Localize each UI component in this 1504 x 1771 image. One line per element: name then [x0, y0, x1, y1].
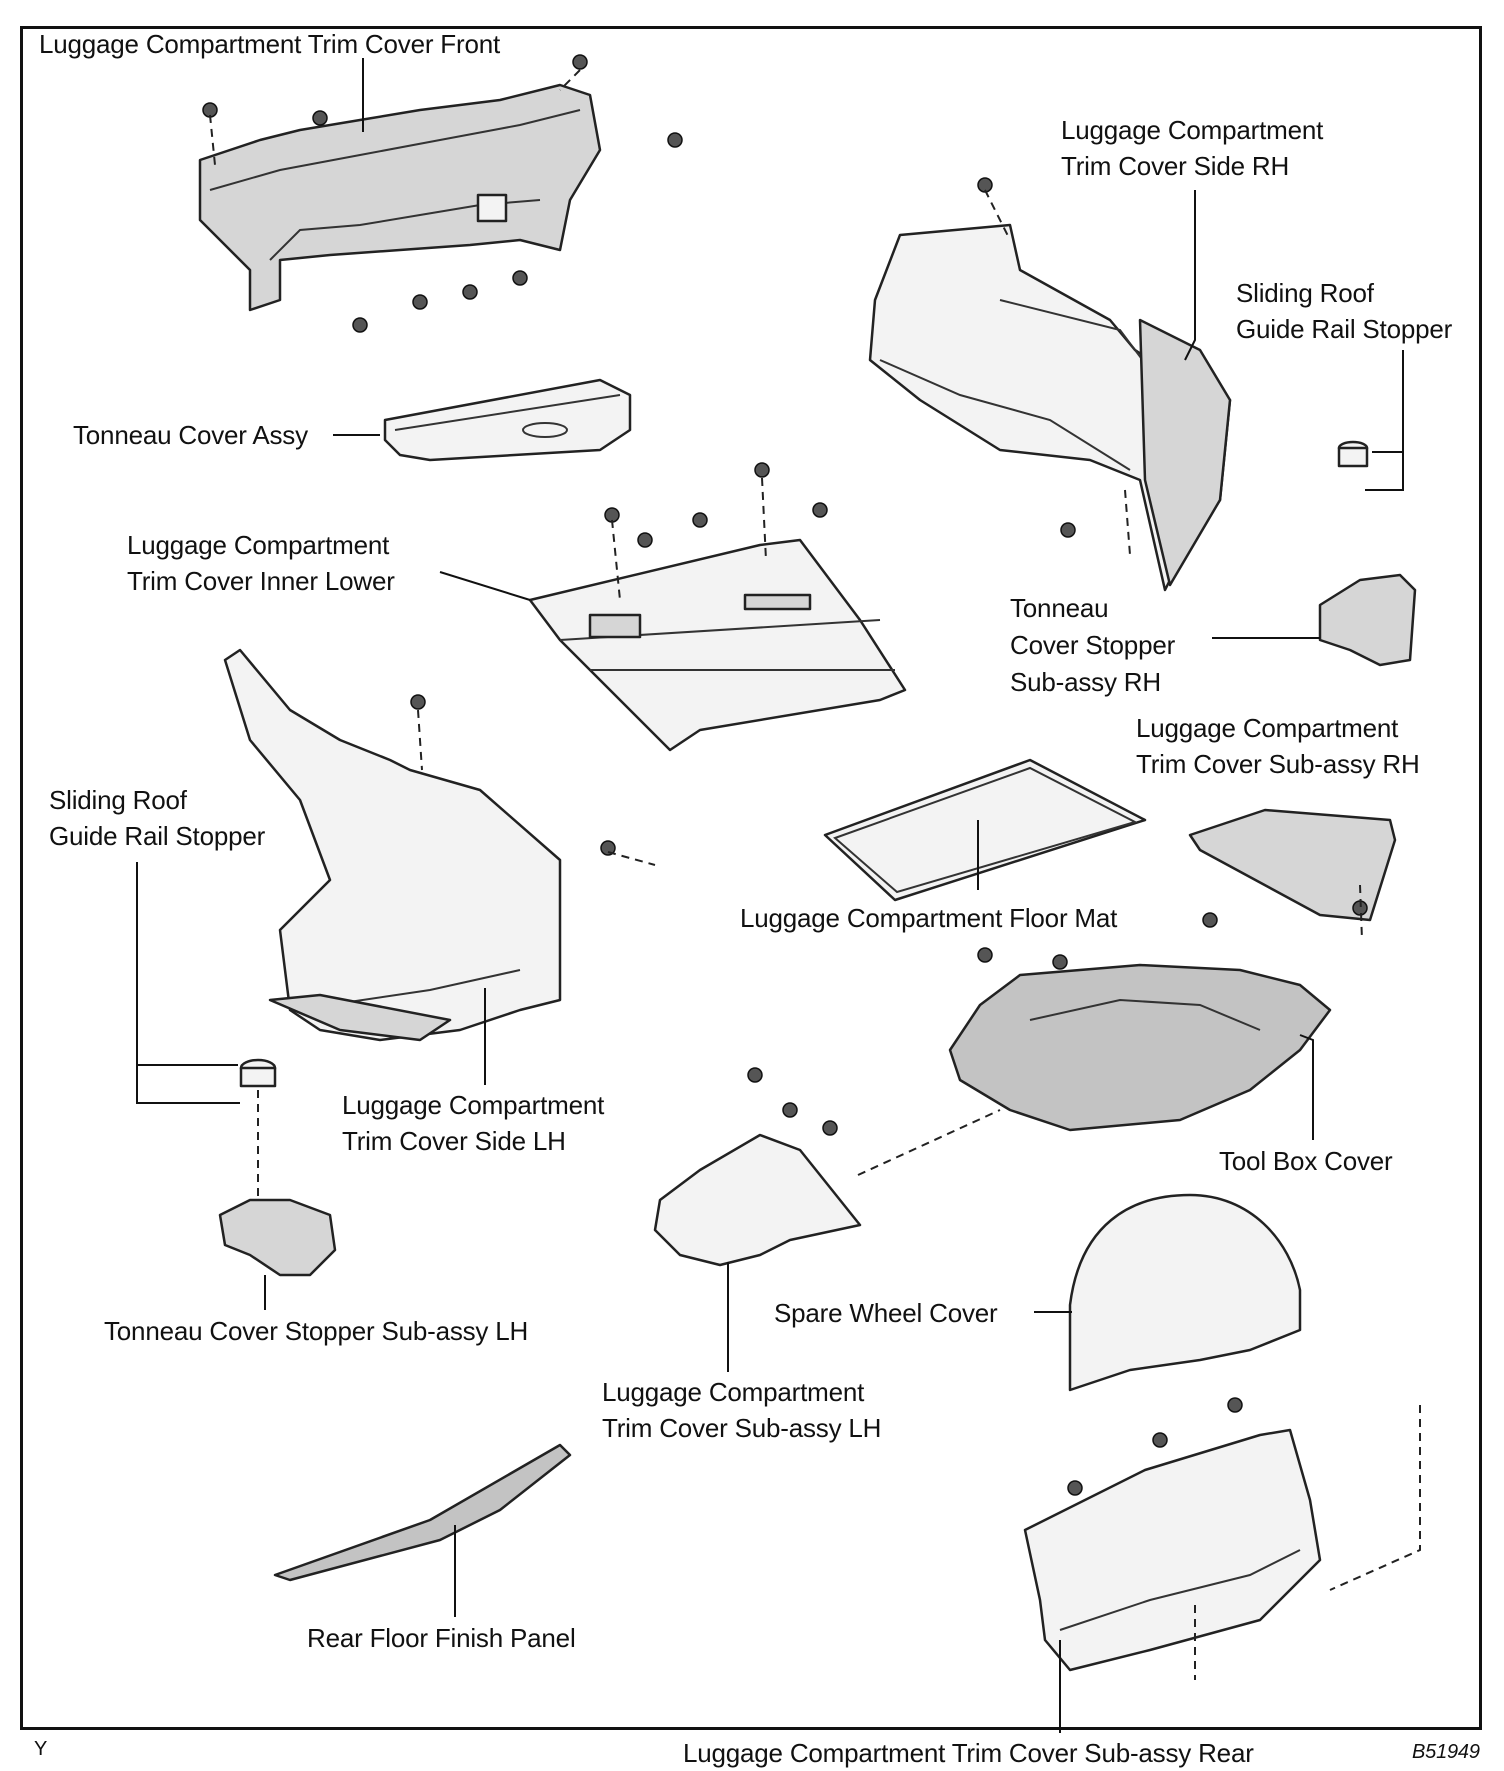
label-roof-stopper-lh-line2: Guide Rail Stopper: [49, 821, 266, 851]
assembly-dash-lines: [209, 69, 1421, 1680]
inner-lower-part: [528, 538, 907, 752]
label-inner-lower-line2: Trim Cover Inner Lower: [127, 566, 395, 596]
trim-cover-front-part: [198, 83, 602, 312]
tonneau-cover-assy-part: [383, 378, 632, 462]
figure-code: B51949: [1412, 1741, 1480, 1763]
diagram-frame: [20, 26, 1482, 1730]
label-inner-lower-line1: Luggage Compartment: [127, 530, 390, 560]
trim-cover-side-rh-part: [868, 223, 1232, 592]
label-subassy-rh-line2: Trim Cover Sub-assy RH: [1136, 749, 1420, 779]
label-side-lh-line1: Luggage Compartment: [342, 1090, 605, 1120]
corner-mark: Y: [34, 1738, 48, 1760]
subassy-lh-part: [653, 1133, 862, 1267]
label-tonneau-stopper-rh-line3: Sub-assy RH: [1010, 667, 1161, 697]
tonneau-stopper-lh-part: [218, 1198, 337, 1277]
label-trim-cover-front: Luggage Compartment Trim Cover Front: [39, 29, 500, 59]
label-subassy-lh-line2: Trim Cover Sub-assy LH: [602, 1413, 882, 1443]
label-trim-side-rh-line1: Luggage Compartment: [1061, 115, 1324, 145]
label-tonneau-stopper-lh: Tonneau Cover Stopper Sub-assy LH: [104, 1316, 529, 1346]
label-spare-wheel-cover: Spare Wheel Cover: [774, 1298, 998, 1328]
label-side-lh-line2: Trim Cover Side LH: [342, 1126, 566, 1156]
label-roof-stopper-rh-line1: Sliding Roof: [1236, 278, 1374, 308]
rear-floor-part: [273, 1443, 572, 1582]
label-roof-stopper-lh-line1: Sliding Roof: [49, 785, 187, 815]
subassy-rear-part: [1023, 1428, 1322, 1672]
label-subassy-lh-line1: Luggage Compartment: [602, 1377, 865, 1407]
label-subassy-rear: Luggage Compartment Trim Cover Sub-assy …: [683, 1738, 1254, 1768]
label-subassy-rh-line1: Luggage Compartment: [1136, 713, 1399, 743]
fastener-set: [202, 54, 1368, 1496]
leader-lines: [136, 58, 1404, 1733]
label-trim-side-rh-line2: Trim Cover Side RH: [1061, 151, 1290, 181]
subassy-rh-part: [1188, 808, 1397, 922]
label-tool-box-cover: Tool Box Cover: [1219, 1146, 1393, 1176]
tonneau-stopper-rh-part: [1318, 573, 1417, 667]
label-floor-mat: Luggage Compartment Floor Mat: [740, 903, 1118, 933]
label-roof-stopper-rh-line2: Guide Rail Stopper: [1236, 314, 1453, 344]
tool-box-part: [948, 963, 1332, 1132]
label-tonneau-stopper-rh-line1: Tonneau: [1010, 593, 1109, 623]
spare-wheel-part: [1068, 1193, 1302, 1392]
label-rear-floor-finish-panel: Rear Floor Finish Panel: [307, 1623, 576, 1653]
trim-cover-side-lh-part: [223, 648, 562, 1042]
label-tonneau-stopper-rh-line2: Cover Stopper: [1010, 630, 1176, 660]
floor-mat-part: [823, 758, 1147, 902]
label-tonneau-cover-assy: Tonneau Cover Assy: [73, 420, 308, 450]
